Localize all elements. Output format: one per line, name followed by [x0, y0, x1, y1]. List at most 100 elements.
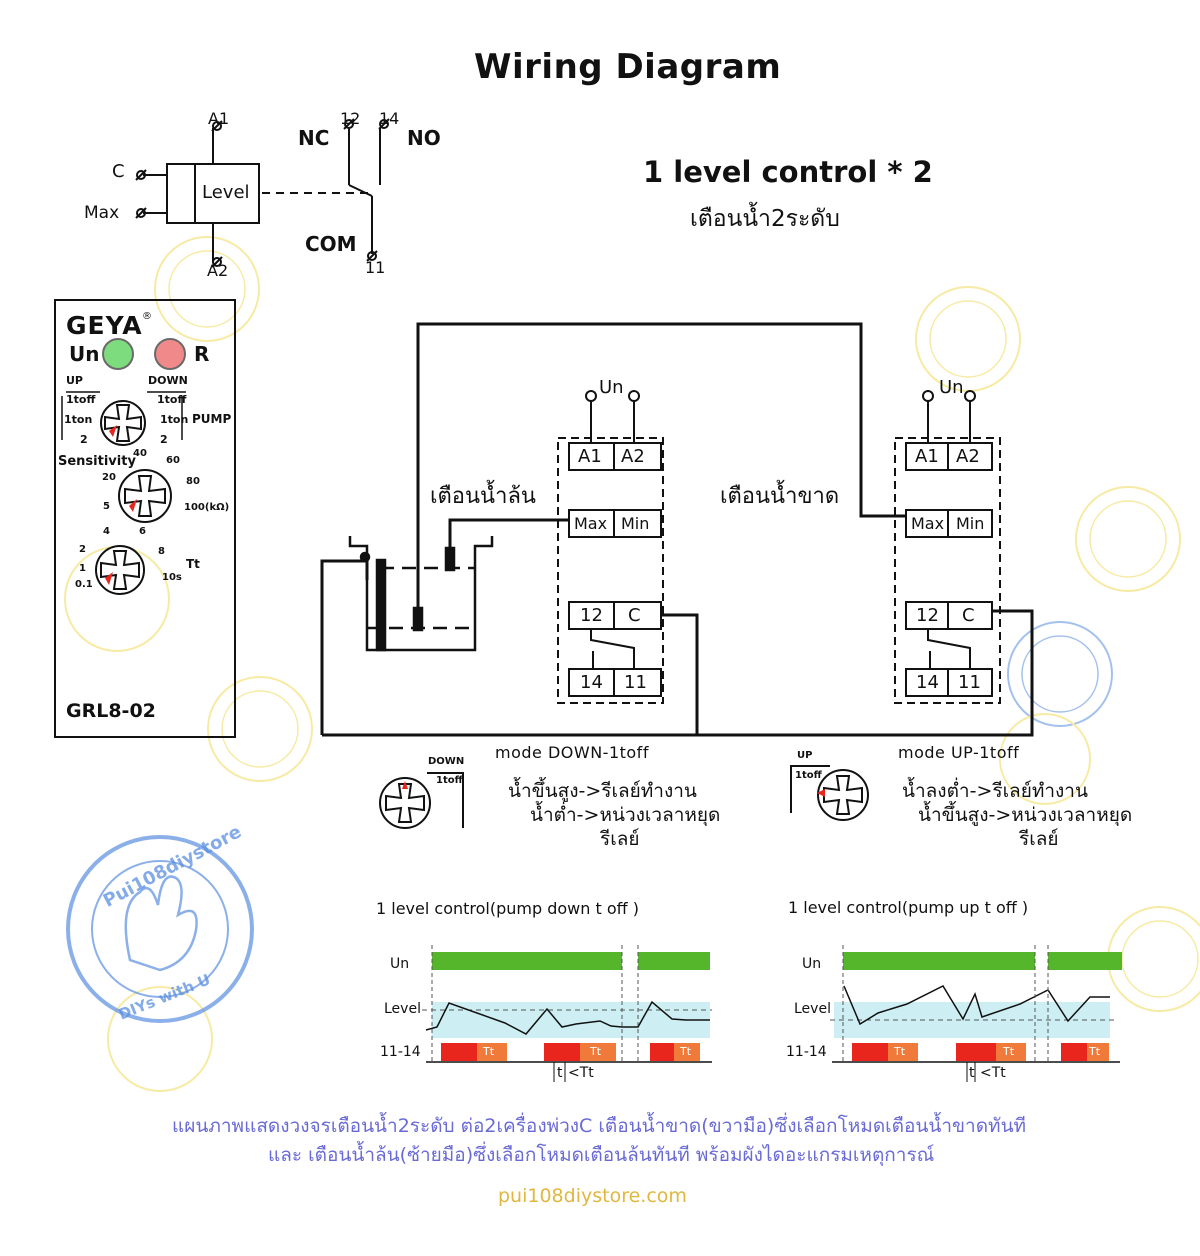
brand-logo: GEYA	[66, 311, 143, 340]
device-panel	[54, 299, 236, 738]
heading-thai: เตือนน้ำ2ระดับ	[690, 206, 840, 232]
mode-up-title: mode UP-1toff	[898, 743, 1020, 762]
caption-line-2: และ เตือนน้ำล้น(ซ้ายมือ)ซึ่งเลือกโหมดเตื…	[268, 1144, 935, 1166]
tt-tick-2: 2	[79, 544, 86, 555]
mode-up-line2: น้ำขึ้นสูง->หน่วงเวลาหยุด	[918, 804, 1133, 826]
sens-tick-100: 100(kΩ)	[184, 502, 230, 513]
module-right-min: Min	[956, 514, 985, 533]
module-right-c: C	[962, 605, 975, 626]
module-right-12: 12	[916, 605, 939, 626]
toff-left: 1toff	[66, 393, 96, 406]
sens-tick-60: 60	[166, 455, 180, 466]
no-label: NO	[407, 126, 441, 150]
module-left-a2: A2	[621, 446, 645, 467]
timing-left-tt-2: Tt	[590, 1045, 602, 1058]
up-label: UP	[66, 374, 83, 387]
timing-left-tt-3: Tt	[680, 1045, 692, 1058]
heading-main: 1 level control * 2	[643, 155, 933, 189]
timing-left-tt-1: Tt	[483, 1045, 495, 1058]
mode-knob-up	[790, 765, 869, 821]
timing-right-level: Level	[794, 1001, 831, 1017]
pump-label: PUMP	[192, 412, 232, 426]
timing-left-level: Level	[384, 1001, 421, 1017]
timing-right-title: 1 level control(pump up t off )	[788, 898, 1029, 917]
caption-line-1: แผนภาพแสดงวงจรเตือนน้ำ2ระดับ ต่อ2เครื่อง…	[172, 1115, 1027, 1137]
module-right-14: 14	[916, 672, 939, 693]
module-left-11: 11	[624, 672, 647, 693]
mode-up-line3: รีเลย์	[1019, 828, 1059, 850]
tt-tick-0-1: 0.1	[75, 579, 93, 590]
watermark-stamps	[64, 236, 1200, 1092]
page-title: Wiring Diagram	[474, 47, 782, 87]
terminal-14: 14	[379, 109, 400, 128]
relay-symbol	[143, 128, 381, 262]
timing-left-lt-tt: <Tt	[568, 1065, 594, 1081]
tt-tick-8: 8	[158, 546, 165, 557]
timing-left-relay: 11-14	[380, 1044, 421, 1060]
sensitivity-label: Sensitivity	[58, 454, 136, 469]
terminal-11: 11	[365, 258, 386, 277]
timing-left-title: 1 level control(pump down t off )	[376, 899, 639, 918]
ton-left: 1ton	[64, 413, 93, 426]
module-left-c: C	[628, 605, 641, 626]
mode-down-line3: รีเลย์	[600, 828, 640, 850]
mode-down-title: mode DOWN-1toff	[495, 743, 649, 762]
toff-right: 1toff	[157, 393, 187, 406]
module-right-un: Un	[939, 377, 964, 398]
mode-down-line2: น้ำต่ำ->หน่วงเวลาหยุด	[530, 804, 721, 826]
module-left-12: 12	[580, 605, 603, 626]
knobs	[95, 400, 172, 595]
ton-right: 1ton	[160, 413, 189, 426]
mode-down-knob-top: DOWN	[428, 756, 465, 767]
timing-left-t: t	[557, 1065, 563, 1081]
footer-url: pui108diystore.com	[498, 1185, 687, 1207]
module-right-11: 11	[958, 672, 981, 693]
module-right-max: Max	[911, 514, 945, 533]
un-led-label: Un	[69, 342, 100, 366]
terminal-max: Max	[84, 203, 120, 223]
timing-right-lt-tt: <Tt	[980, 1065, 1006, 1081]
terminal-c: C	[112, 161, 125, 182]
sens-tick-20: 20	[102, 472, 116, 483]
r-led-label: R	[194, 342, 210, 366]
timing-right-tt-3: Tt	[1089, 1045, 1101, 1058]
terminal-a2: A2	[207, 261, 229, 280]
model-label: GRL8-02	[66, 700, 156, 722]
mode-down-knob-sub: 1toff	[436, 775, 463, 786]
terminal-a1: A1	[208, 109, 230, 128]
sens-tick-5: 5	[103, 501, 110, 512]
tt-tick-10s: 10s	[162, 572, 182, 583]
low-level-alarm-label: เตือนน้ำขาด	[720, 484, 840, 509]
timing-left	[422, 945, 712, 1082]
timing-left-un: Un	[390, 956, 410, 972]
module-right-a2: A2	[956, 446, 980, 467]
terminal-marks	[135, 118, 390, 268]
module-left-min: Min	[621, 514, 650, 533]
timing-right-tt-1: Tt	[894, 1045, 906, 1058]
module-left-a1: A1	[578, 446, 602, 467]
sens-tick-40: 40	[133, 448, 147, 459]
mode-down-line1: น้ำขึ้นสูง->รีเลย์ทำงาน	[508, 780, 697, 802]
module-right-lines	[894, 390, 1001, 704]
tt-tick-1: 1	[79, 563, 86, 574]
level-label: Level	[202, 182, 250, 203]
module-left-lines	[557, 390, 664, 704]
module-right-a1: A1	[915, 446, 939, 467]
main-circuit	[320, 322, 1034, 737]
timing-right-tt-2: Tt	[1003, 1045, 1015, 1058]
timing-right-t: t	[969, 1065, 975, 1081]
mode-up-line1: น้ำลงต่ำ->รีเลย์ทำงาน	[902, 780, 1088, 802]
module-left-un: Un	[599, 377, 624, 398]
mode-up-knob-top: UP	[797, 750, 813, 761]
tt-tick-4: 4	[103, 526, 110, 537]
two-left: 2	[80, 433, 88, 446]
down-label: DOWN	[148, 374, 188, 387]
module-left-14: 14	[580, 672, 603, 693]
mode-knob-down	[379, 772, 464, 829]
tt-label: Tt	[186, 557, 200, 571]
mode-up-knob-sub: 1toff	[795, 770, 822, 781]
com-label: COM	[305, 232, 357, 256]
module-left-max: Max	[574, 514, 608, 533]
